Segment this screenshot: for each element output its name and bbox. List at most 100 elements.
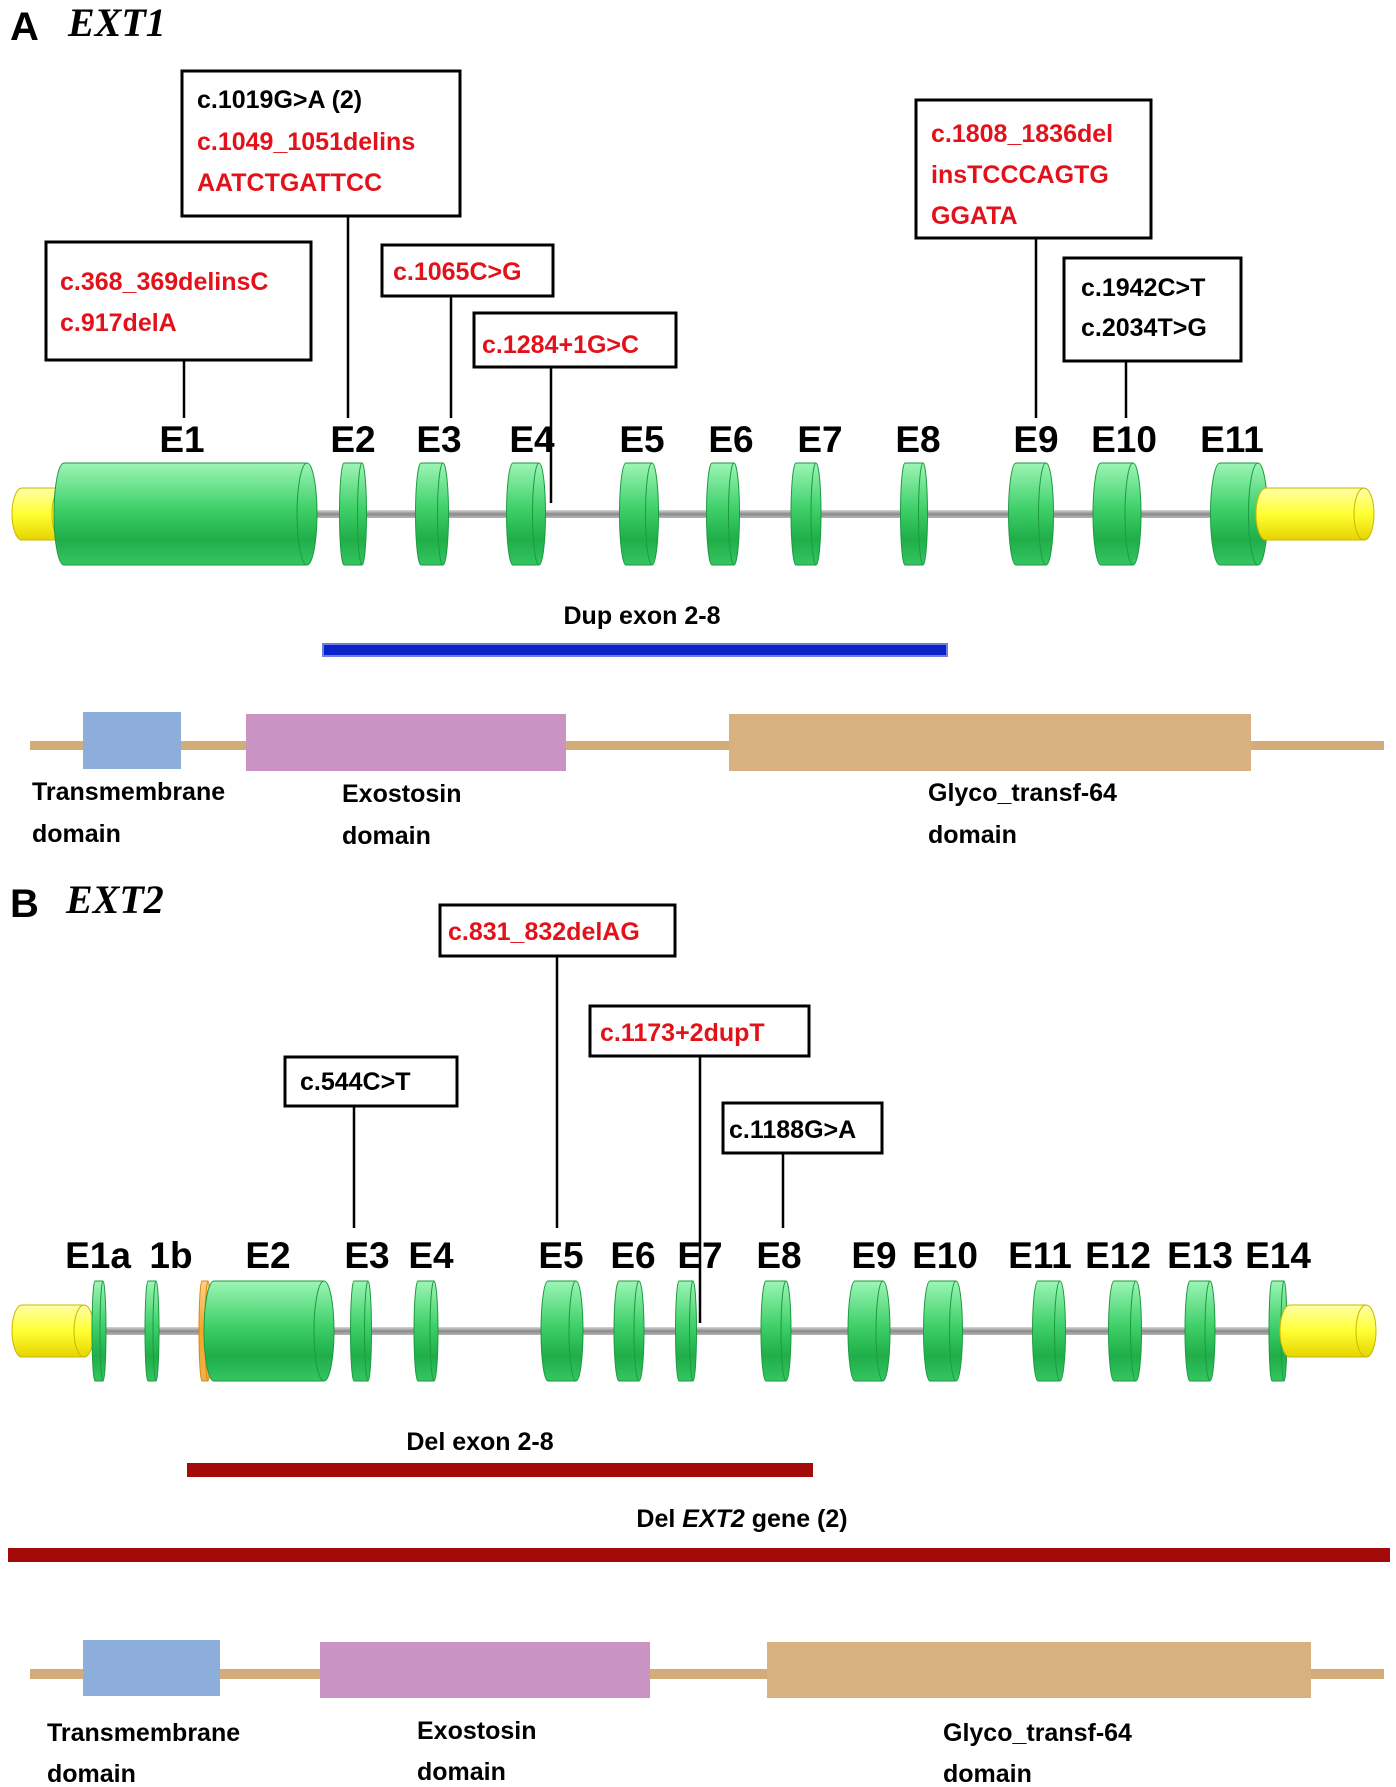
exon-label: E12 — [1085, 1235, 1151, 1276]
exon-label: E5 — [538, 1235, 583, 1276]
domain-label: domain — [47, 1760, 136, 1787]
exon-label: E11 — [1008, 1235, 1072, 1276]
exon-label: E8 — [756, 1235, 801, 1276]
domain-label: Transmembrane — [47, 1719, 240, 1747]
domain-label: domain — [32, 820, 121, 848]
glyco-transf-64-domain — [729, 714, 1251, 771]
variant-label: c.2034T>G — [1081, 314, 1207, 342]
domain-label: domain — [943, 1760, 1032, 1787]
panel-b-letter: B — [10, 882, 39, 926]
exon-label: E14 — [1245, 1235, 1311, 1276]
ext1-gene-model — [11, 462, 1375, 566]
transmembrane-domain — [83, 712, 181, 769]
exon-e9 — [847, 1280, 891, 1382]
exostosin-domain — [246, 714, 566, 771]
del-exon-label: Del exon 2-8 — [406, 1428, 553, 1456]
variant-label: insTCCCAGTG — [931, 161, 1109, 189]
variant-box-a4: c.1284+1G>C — [472, 311, 678, 503]
exon-e3 — [415, 462, 449, 566]
exon-e5 — [619, 462, 659, 566]
ext2-protein-domains — [30, 1640, 1384, 1698]
exon-e6 — [613, 1280, 645, 1382]
domain-label: Exostosin — [342, 780, 461, 808]
exon-label: E1 — [159, 419, 204, 460]
exon-e7 — [675, 1280, 697, 1382]
dup-exon-label: Dup exon 2-8 — [564, 602, 721, 630]
exon-e1 — [53, 462, 318, 566]
variant-box-b3: c.544C>T — [283, 1055, 459, 1228]
domain-label: domain — [417, 1758, 506, 1786]
exon-label: E1a — [65, 1235, 131, 1276]
domain-label: Transmembrane — [32, 778, 225, 806]
exon-label: E13 — [1167, 1235, 1233, 1276]
variant-label: c.544C>T — [300, 1068, 411, 1096]
transmembrane-domain — [83, 1640, 220, 1696]
panel-b-gene-title: EXT2 — [65, 877, 164, 922]
panel-a-gene-title: EXT1 — [67, 0, 166, 45]
exon-e4 — [413, 1280, 439, 1382]
exon-label: E6 — [610, 1235, 655, 1276]
exon-e2 — [339, 462, 367, 566]
variant-label: c.1065C>G — [393, 258, 522, 286]
exon-label: E8 — [895, 419, 940, 460]
exon-e3 — [350, 1280, 372, 1382]
exon-label: E10 — [912, 1235, 978, 1276]
exon-label: E4 — [509, 419, 555, 460]
variant-box-b2: c.1173+2dupT — [588, 1004, 811, 1323]
exon-label: E2 — [245, 1235, 290, 1276]
exostosin-domain — [320, 1642, 650, 1698]
domain-label: domain — [928, 821, 1017, 849]
variant-box-a2: c.1019G>A (2) c.1049_1051delins AATCTGAT… — [180, 69, 462, 418]
exon-e12 — [1108, 1280, 1142, 1382]
dup-exon-bar — [322, 643, 948, 657]
variant-label: c.1019G>A (2) — [197, 86, 362, 114]
variant-label: AATCTGATTCC — [197, 169, 382, 197]
variant-label: c.1188G>A — [729, 1116, 856, 1144]
exon-label: 1b — [149, 1235, 192, 1276]
variant-label: c.1284+1G>C — [482, 331, 639, 359]
exon-label: E9 — [1013, 419, 1058, 460]
exon-label: E11 — [1200, 419, 1264, 460]
exon-e4 — [506, 462, 546, 566]
exon-label: E10 — [1091, 419, 1157, 460]
exon-label: E2 — [330, 419, 375, 460]
exon-e13 — [1184, 1280, 1216, 1382]
exon-1b — [144, 1280, 160, 1382]
ext1-protein-domains — [30, 712, 1384, 771]
variant-box-b4: c.1188G>A — [721, 1101, 884, 1228]
exon-label: E9 — [851, 1235, 896, 1276]
exon-e11 — [1032, 1280, 1066, 1382]
variant-box-a5: c.1808_1836del insTCCCAGTG GGATA — [914, 98, 1153, 418]
variant-label: GGATA — [931, 202, 1018, 230]
exon-e10 — [923, 1280, 963, 1382]
variant-label: c.368_369delinsC — [60, 268, 268, 296]
variant-label: c.1049_1051delins — [197, 128, 415, 156]
panel-a-letter: A — [10, 5, 39, 49]
exon-e2 — [203, 1280, 335, 1382]
exon-label: E7 — [797, 419, 842, 460]
exon-e7 — [790, 462, 822, 566]
domain-label: Exostosin — [417, 1717, 536, 1745]
intron-line — [16, 510, 1368, 518]
del-exon-bar — [187, 1463, 813, 1477]
glyco-transf-64-domain — [767, 1642, 1311, 1698]
exon-label: E6 — [708, 419, 753, 460]
exon-e8 — [760, 1280, 792, 1382]
exon-e1a — [91, 1280, 107, 1382]
utr-3prime — [1255, 487, 1375, 541]
exon-label: E3 — [344, 1235, 389, 1276]
variant-box-b1: c.831_832delAG — [438, 903, 677, 1228]
exon-e8 — [900, 462, 928, 566]
exon-e5 — [540, 1280, 584, 1382]
variant-label: c.831_832delAG — [448, 918, 640, 946]
variant-label: c.1942C>T — [1081, 274, 1205, 302]
variant-label: c.1808_1836del — [931, 120, 1113, 148]
exon-label: E7 — [677, 1235, 722, 1276]
variant-label: c.917delA — [60, 309, 177, 337]
utr-5prime — [11, 1304, 95, 1358]
exon-e6 — [706, 462, 740, 566]
variant-box-a6: c.1942C>T c.2034T>G — [1062, 256, 1243, 418]
